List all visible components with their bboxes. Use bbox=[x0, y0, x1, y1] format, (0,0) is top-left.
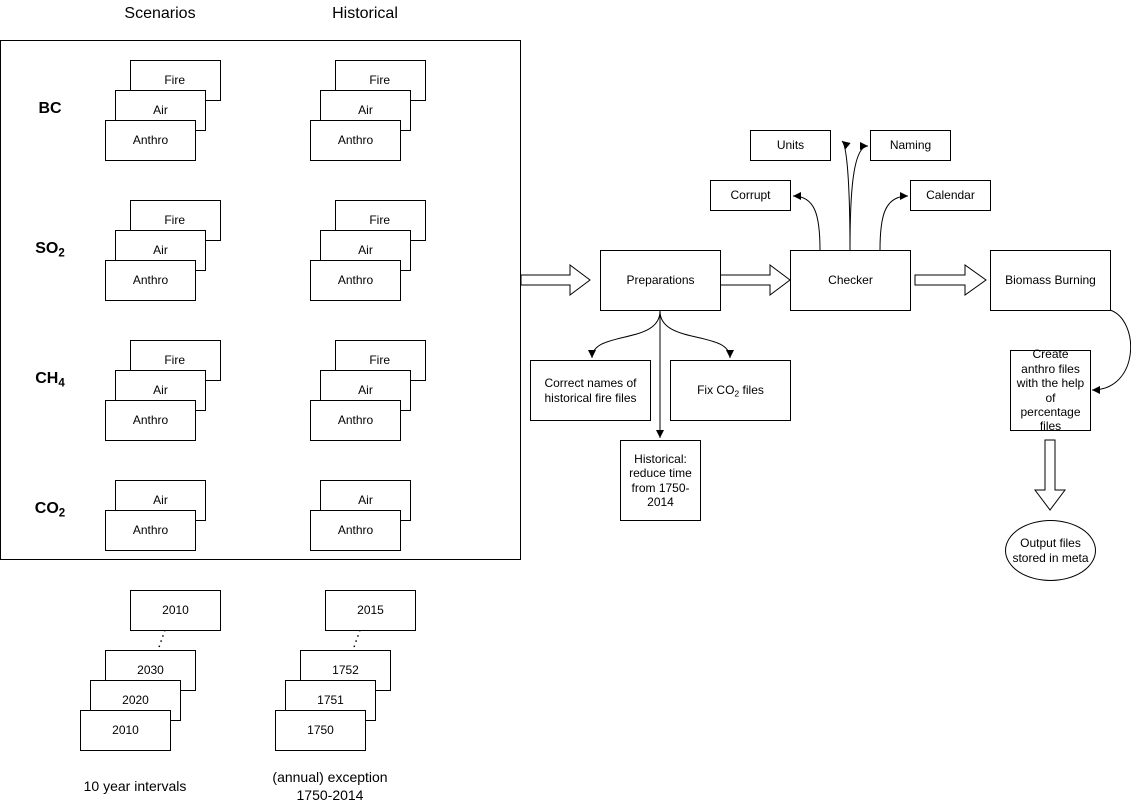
caption-historical-line1: (annual) exception bbox=[272, 769, 388, 785]
block-arrow-to-preparations bbox=[520, 264, 591, 296]
ch4-scenario-anthro-file: Anthro bbox=[105, 400, 196, 441]
block-arrow-to-checker bbox=[719, 264, 791, 296]
so2-historical-anthro-file: Anthro bbox=[310, 260, 401, 301]
preparations-step: Preparations bbox=[600, 250, 721, 311]
input-files-frame bbox=[0, 40, 521, 560]
checker-step: Checker bbox=[790, 250, 911, 311]
ch4-historical-anthro-file: Anthro bbox=[310, 400, 401, 441]
header-scenarios: Scenarios bbox=[124, 5, 196, 22]
historical-years-ellipsis bbox=[352, 629, 361, 651]
block-arrow-to-output bbox=[1034, 439, 1066, 511]
block-arrow-to-biomass bbox=[914, 264, 987, 296]
scenario-years-ellipsis bbox=[157, 629, 166, 651]
header-historical: Historical bbox=[332, 5, 398, 22]
arrow-to-calendar bbox=[879, 192, 909, 251]
co2-scenario-anthro-file: Anthro bbox=[105, 510, 196, 551]
biomass-burning-step: Biomass Burning bbox=[990, 250, 1111, 311]
bc-scenario-anthro-file: Anthro bbox=[105, 120, 196, 161]
historical-reduce-step: Historical: reduce time from 1750-2014 bbox=[620, 440, 701, 521]
arrow-to-naming bbox=[849, 142, 869, 251]
naming-check: Naming bbox=[870, 130, 951, 161]
co2-historical-anthro-file: Anthro bbox=[310, 510, 401, 551]
correct-names-step: Correct names of historical fire files bbox=[530, 360, 651, 421]
historical-year-1750: 1750 bbox=[275, 710, 366, 751]
row-label-bc: BC bbox=[38, 100, 62, 117]
fix-co2-step: Fix CO2 files bbox=[670, 360, 791, 421]
row-label-so2: SO2 bbox=[35, 240, 65, 260]
output-files-node: Output files stored in meta bbox=[1005, 520, 1096, 581]
arrow-to-create-anthro bbox=[1091, 309, 1131, 394]
bc-historical-anthro-file: Anthro bbox=[310, 120, 401, 161]
corrupt-check: Corrupt bbox=[710, 180, 791, 211]
caption-scenarios: 10 year intervals bbox=[83, 778, 187, 794]
calendar-check: Calendar bbox=[910, 180, 991, 211]
caption-historical-line2: 1750-2014 bbox=[296, 787, 364, 803]
row-label-ch4: CH4 bbox=[35, 370, 65, 390]
arrow-to-correct-names bbox=[588, 310, 661, 359]
arrow-to-fix-co2 bbox=[659, 310, 734, 359]
units-check: Units bbox=[750, 130, 831, 161]
so2-scenario-anthro-file: Anthro bbox=[105, 260, 196, 301]
scenario-year-top: 2010 bbox=[130, 590, 221, 631]
scenario-year-2010: 2010 bbox=[80, 710, 171, 751]
create-anthro-step: Create anthro files with the help of per… bbox=[1010, 347, 1091, 433]
arrow-to-units bbox=[841, 140, 851, 251]
historical-year-top: 2015 bbox=[325, 590, 416, 631]
arrow-to-corrupt bbox=[792, 192, 821, 251]
row-label-co2: CO2 bbox=[34, 500, 66, 520]
